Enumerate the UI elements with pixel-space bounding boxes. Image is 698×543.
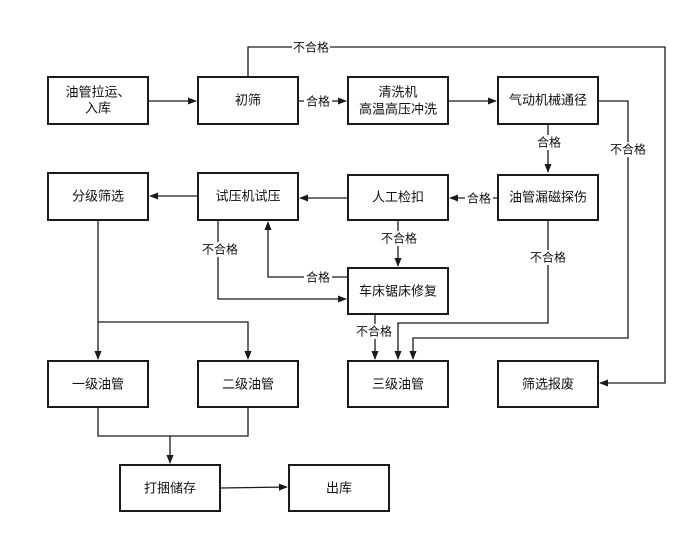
node-label-line1: 清洗机 xyxy=(378,86,417,101)
node-drift: 气动机械通径 xyxy=(497,76,599,125)
label-screen-pass: 合格 xyxy=(304,94,332,109)
edge-leak-grade3 xyxy=(394,220,549,360)
node-label-line1: 油管拉运、 xyxy=(65,86,130,101)
edge-lathe-pressure xyxy=(264,221,348,278)
edge-grades-merge xyxy=(97,407,249,437)
node-grading: 分级筛选 xyxy=(47,172,149,221)
node-grade2: 二级油管 xyxy=(197,360,299,408)
node-screen: 初筛 xyxy=(197,76,299,125)
node-label: 打捆储存 xyxy=(144,482,196,497)
label-text: 合格 xyxy=(537,135,561,150)
label-text: 合格 xyxy=(306,270,330,285)
node-label: 初筛 xyxy=(235,94,261,109)
node-label: 三级油管 xyxy=(372,378,424,393)
node-grade3: 三级油管 xyxy=(347,360,449,408)
node-label: 人工检扣 xyxy=(372,191,424,206)
node-pressure: 试压机试压 xyxy=(197,172,299,221)
node-leak: 油管漏磁探伤 xyxy=(497,174,599,221)
edge-pressure-lathe xyxy=(217,220,347,303)
node-scrap: 筛选报废 xyxy=(497,360,599,408)
label-text: 不合格 xyxy=(610,142,646,157)
node-label: 分级筛选 xyxy=(72,190,124,205)
label-leak-fail: 不合格 xyxy=(529,250,567,265)
process-nodes: 油管拉运、 入库 初筛 清洗机 高温高压冲洗 气动机械通径 分级筛选 试压机试压… xyxy=(47,76,599,512)
node-bundle: 打捆储存 xyxy=(119,464,221,512)
node-label-line2: 高温高压冲洗 xyxy=(359,102,437,118)
label-manual-fail: 不合格 xyxy=(380,231,418,246)
edge-grading-grade2 xyxy=(98,321,252,360)
label-text: 合格 xyxy=(306,94,330,109)
node-label: 油管漏磁探伤 xyxy=(509,190,587,206)
label-text: 不合格 xyxy=(293,40,329,55)
label-text: 合格 xyxy=(467,191,491,206)
edge-screen-scrap xyxy=(247,46,666,387)
label-text: 不合格 xyxy=(381,231,417,246)
label-screen-fail: 不合格 xyxy=(292,40,330,55)
node-label: 试压机试压 xyxy=(215,190,280,205)
label-drift-fail: 不合格 xyxy=(609,142,647,157)
label-lathe-pass: 合格 xyxy=(304,270,332,285)
node-washer: 清洗机 高温高压冲洗 xyxy=(347,76,449,125)
node-transport: 油管拉运、 入库 xyxy=(47,76,149,125)
node-label: 二级油管 xyxy=(222,378,274,393)
node-lathe: 车床锯床修复 xyxy=(347,267,449,315)
label-text: 不合格 xyxy=(530,250,566,265)
node-manual: 人工检扣 xyxy=(347,174,449,221)
label-text: 不合格 xyxy=(202,242,238,257)
label-text: 不合格 xyxy=(356,324,392,339)
node-out: 出库 xyxy=(288,464,390,512)
edge-labels: 不合格 合格 合格 不合格 合格 不合格 不合格 不合格 xyxy=(201,40,647,339)
node-label: 车床锯床修复 xyxy=(359,284,437,300)
node-label: 气动机械通径 xyxy=(509,93,587,109)
node-grade1: 一级油管 xyxy=(47,360,149,408)
node-label: 筛选报废 xyxy=(522,377,574,393)
node-label: 一级油管 xyxy=(72,378,124,393)
node-label-line2: 入库 xyxy=(85,101,111,117)
edge-drift-grade3 xyxy=(409,100,629,360)
label-pressure-fail: 不合格 xyxy=(201,242,239,257)
label-lathe-fail: 不合格 xyxy=(355,324,393,339)
label-drift-pass: 合格 xyxy=(535,135,563,150)
label-leak-pass: 合格 xyxy=(465,191,493,206)
node-label: 出库 xyxy=(326,481,352,497)
edge-bundle-out xyxy=(219,483,288,491)
